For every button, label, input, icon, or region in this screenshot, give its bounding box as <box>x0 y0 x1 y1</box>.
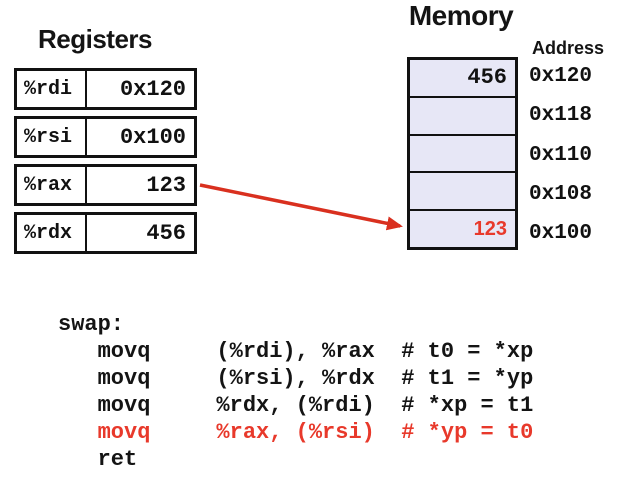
code-line-movq-3: movq %rdx, (%rdi) # *xp = t1 <box>58 393 534 418</box>
register-value: 456 <box>146 220 186 246</box>
code-line-movq-1: movq (%rdi), %rax # t0 = *xp <box>58 339 534 364</box>
memory-cell-0x108 <box>410 173 515 212</box>
memory-title: Memory <box>408 0 514 31</box>
registers-title: Registers <box>38 24 153 54</box>
code-block: swap: movq (%rdi), %rax # t0 = *xp movq … <box>58 311 533 473</box>
memory-cell-value-highlighted: 123 <box>473 217 507 240</box>
memory-cell-0x118 <box>410 98 515 136</box>
register-box-rdx: %rdx 456 <box>14 212 197 254</box>
code-line-movq-2: movq (%rsi), %rdx # t1 = *yp <box>58 366 534 391</box>
code-line-swap-label: swap: <box>58 312 125 337</box>
register-name: %rsi <box>17 119 87 155</box>
register-value: 0x120 <box>119 76 186 102</box>
memory-cell-0x110 <box>410 136 515 174</box>
address-label: Address <box>532 38 605 58</box>
register-box-rsi: %rsi 0x100 <box>14 116 197 158</box>
address-item: 0x118 <box>529 104 593 128</box>
register-name: %rax <box>17 167 87 203</box>
address-item: 0x110 <box>529 143 593 167</box>
register-value: 0x100 <box>119 124 186 150</box>
register-name: %rdx <box>17 215 87 251</box>
code-line-ret: ret <box>58 447 138 472</box>
memory-cell-0x100: 123 <box>410 211 515 247</box>
memory-box: 456 123 <box>407 57 518 250</box>
register-box-rdi: %rdi 0x120 <box>14 68 197 110</box>
address-item: 0x100 <box>529 221 593 245</box>
register-value: 123 <box>146 172 186 198</box>
memory-cell-0x120: 456 <box>410 60 515 98</box>
address-item: 0x120 <box>529 65 593 89</box>
address-list: 0x120 0x118 0x110 0x108 0x100 <box>529 57 609 253</box>
register-box-rax: %rax 123 <box>14 164 197 206</box>
memory-cell-value: 456 <box>467 65 507 91</box>
code-line-movq-4-highlighted: movq %rax, (%rsi) # *yp = t0 <box>58 420 534 445</box>
register-name: %rdi <box>17 71 87 107</box>
address-item: 0x108 <box>529 182 593 206</box>
